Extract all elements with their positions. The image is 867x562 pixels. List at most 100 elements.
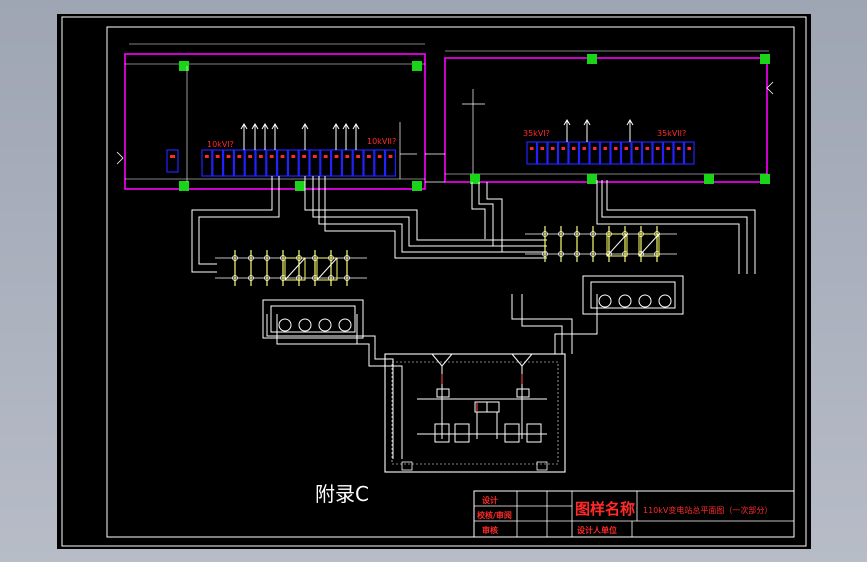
cabinet-tag [561,147,565,150]
switchgear-cabinet [298,149,310,177]
cabinet-tag [635,147,639,150]
cabinet-tag [323,155,328,158]
left-room-wall [124,53,426,190]
right-room-wall [444,57,768,183]
cabinet-tag [345,155,350,158]
cabinet-tag [603,147,607,150]
arrow-head [301,123,309,130]
switchgear-cabinet [374,149,386,177]
cabinet-tag [259,155,263,158]
arrow-head [626,119,634,126]
arrow-head [583,119,591,126]
switchgear-cabinet [547,141,559,165]
switchgear-cabinet [557,141,569,165]
cabinet-tag [334,155,339,158]
cabinet-tag [593,147,597,150]
drawing-canvas[interactable]: 10kVI? 10kVII? 35kVI? [57,14,811,549]
arrow-head [563,119,571,126]
node-marker [412,61,422,71]
switchgear-cabinet [631,141,643,165]
left-switchgear-room: 10kVI? 10kVII? [116,43,426,191]
right-cabinet-row [526,141,695,165]
appendix-label: 附录C [315,482,369,506]
hv-switchyard [384,353,566,473]
switchgear-cabinet [201,149,213,177]
switchgear-cabinet [578,141,590,165]
switchgear-cabinet [526,141,538,165]
cabinet-tag [356,155,360,158]
switchgear-cabinet [363,149,375,177]
disconnector-frame [606,233,628,257]
disconnector-frame [284,257,306,281]
switchgear-cabinet [641,141,653,165]
cable-routes [191,176,756,459]
cabinet-tag [666,147,670,150]
switchgear-cabinet [309,149,321,177]
cabinet-tag [248,155,252,158]
hv-yard-fence [384,353,566,473]
arrow-head [352,123,360,130]
switchgear-cabinet [652,141,664,165]
cabinet-tag [205,155,209,158]
node-marker [470,174,480,184]
right-switchgear-room: 35kVI? 35kVII? [444,50,774,184]
switchgear-cabinet [536,141,548,165]
switchgear-cabinet [287,149,299,177]
cabinet-tag [377,155,382,158]
bus-label-right-b: 35kVII? [657,129,686,138]
title-row-label-2: 校核/审阅 [477,510,512,520]
cabinet-tag [624,147,628,150]
switchgear-cabinet [166,149,179,173]
inner-border [106,26,795,538]
disconnector-blade [606,233,628,257]
node-marker [412,181,422,191]
arrow-head [271,123,279,130]
cabinet-tag [645,147,649,150]
disconnector-blade [284,257,306,281]
arrow-head [332,123,340,130]
title-row-label-1: 设计 [482,495,498,505]
cabinet-tag [572,147,576,150]
node-marker [295,181,305,191]
cabinet-tag [530,147,534,150]
title-block: 设计 校核/审阅 审核 图样名称 110kV变电站总平面图（一次部分） 设计人单… [473,490,795,538]
left-outdoor-bay [215,250,367,286]
node-marker [179,61,189,71]
outer-border [61,16,807,547]
switchgear-cabinet [255,149,267,177]
switchgear-cabinet [599,141,611,165]
switchgear-cabinet [589,141,601,165]
switchgear-cabinet [233,149,245,177]
switchgear-cabinet [385,149,397,177]
bus-label-left-b: 10kVII? [367,137,396,146]
switchgear-cabinet [223,149,235,177]
disconnector-frame [638,233,660,257]
switchgear-cabinet [352,149,364,177]
cabinet-tag [226,155,231,158]
switchgear-cabinet [662,141,674,165]
right-outdoor-bay [525,226,677,262]
drawing-title: 110kV变电站总平面图（一次部分） [643,505,772,515]
left-cabinet-row [166,149,397,177]
switchgear-cabinet [331,149,343,177]
cabinet-tag [215,155,220,158]
cabinet-tag [269,155,274,158]
switchgear-cabinet [610,141,622,165]
cabinet-tag [291,155,296,158]
substation-drawing: 10kVI? 10kVII? 35kVI? [61,16,807,547]
node-marker [179,181,189,191]
switchgear-cabinet [212,149,224,177]
design-unit-label: 设计人单位 [577,525,617,535]
main-transformer-right [582,275,684,315]
cabinet-tag [170,155,175,158]
switchgear-cabinet [341,149,353,177]
switchgear-cabinet [320,149,332,177]
node-marker [587,174,597,184]
cabinet-tag [614,147,618,150]
arrow-head [251,123,259,130]
switchgear-cabinet [266,149,278,177]
disconnector-frame [316,257,338,281]
cabinet-tag [551,147,555,150]
cabinet-tag [302,155,306,158]
